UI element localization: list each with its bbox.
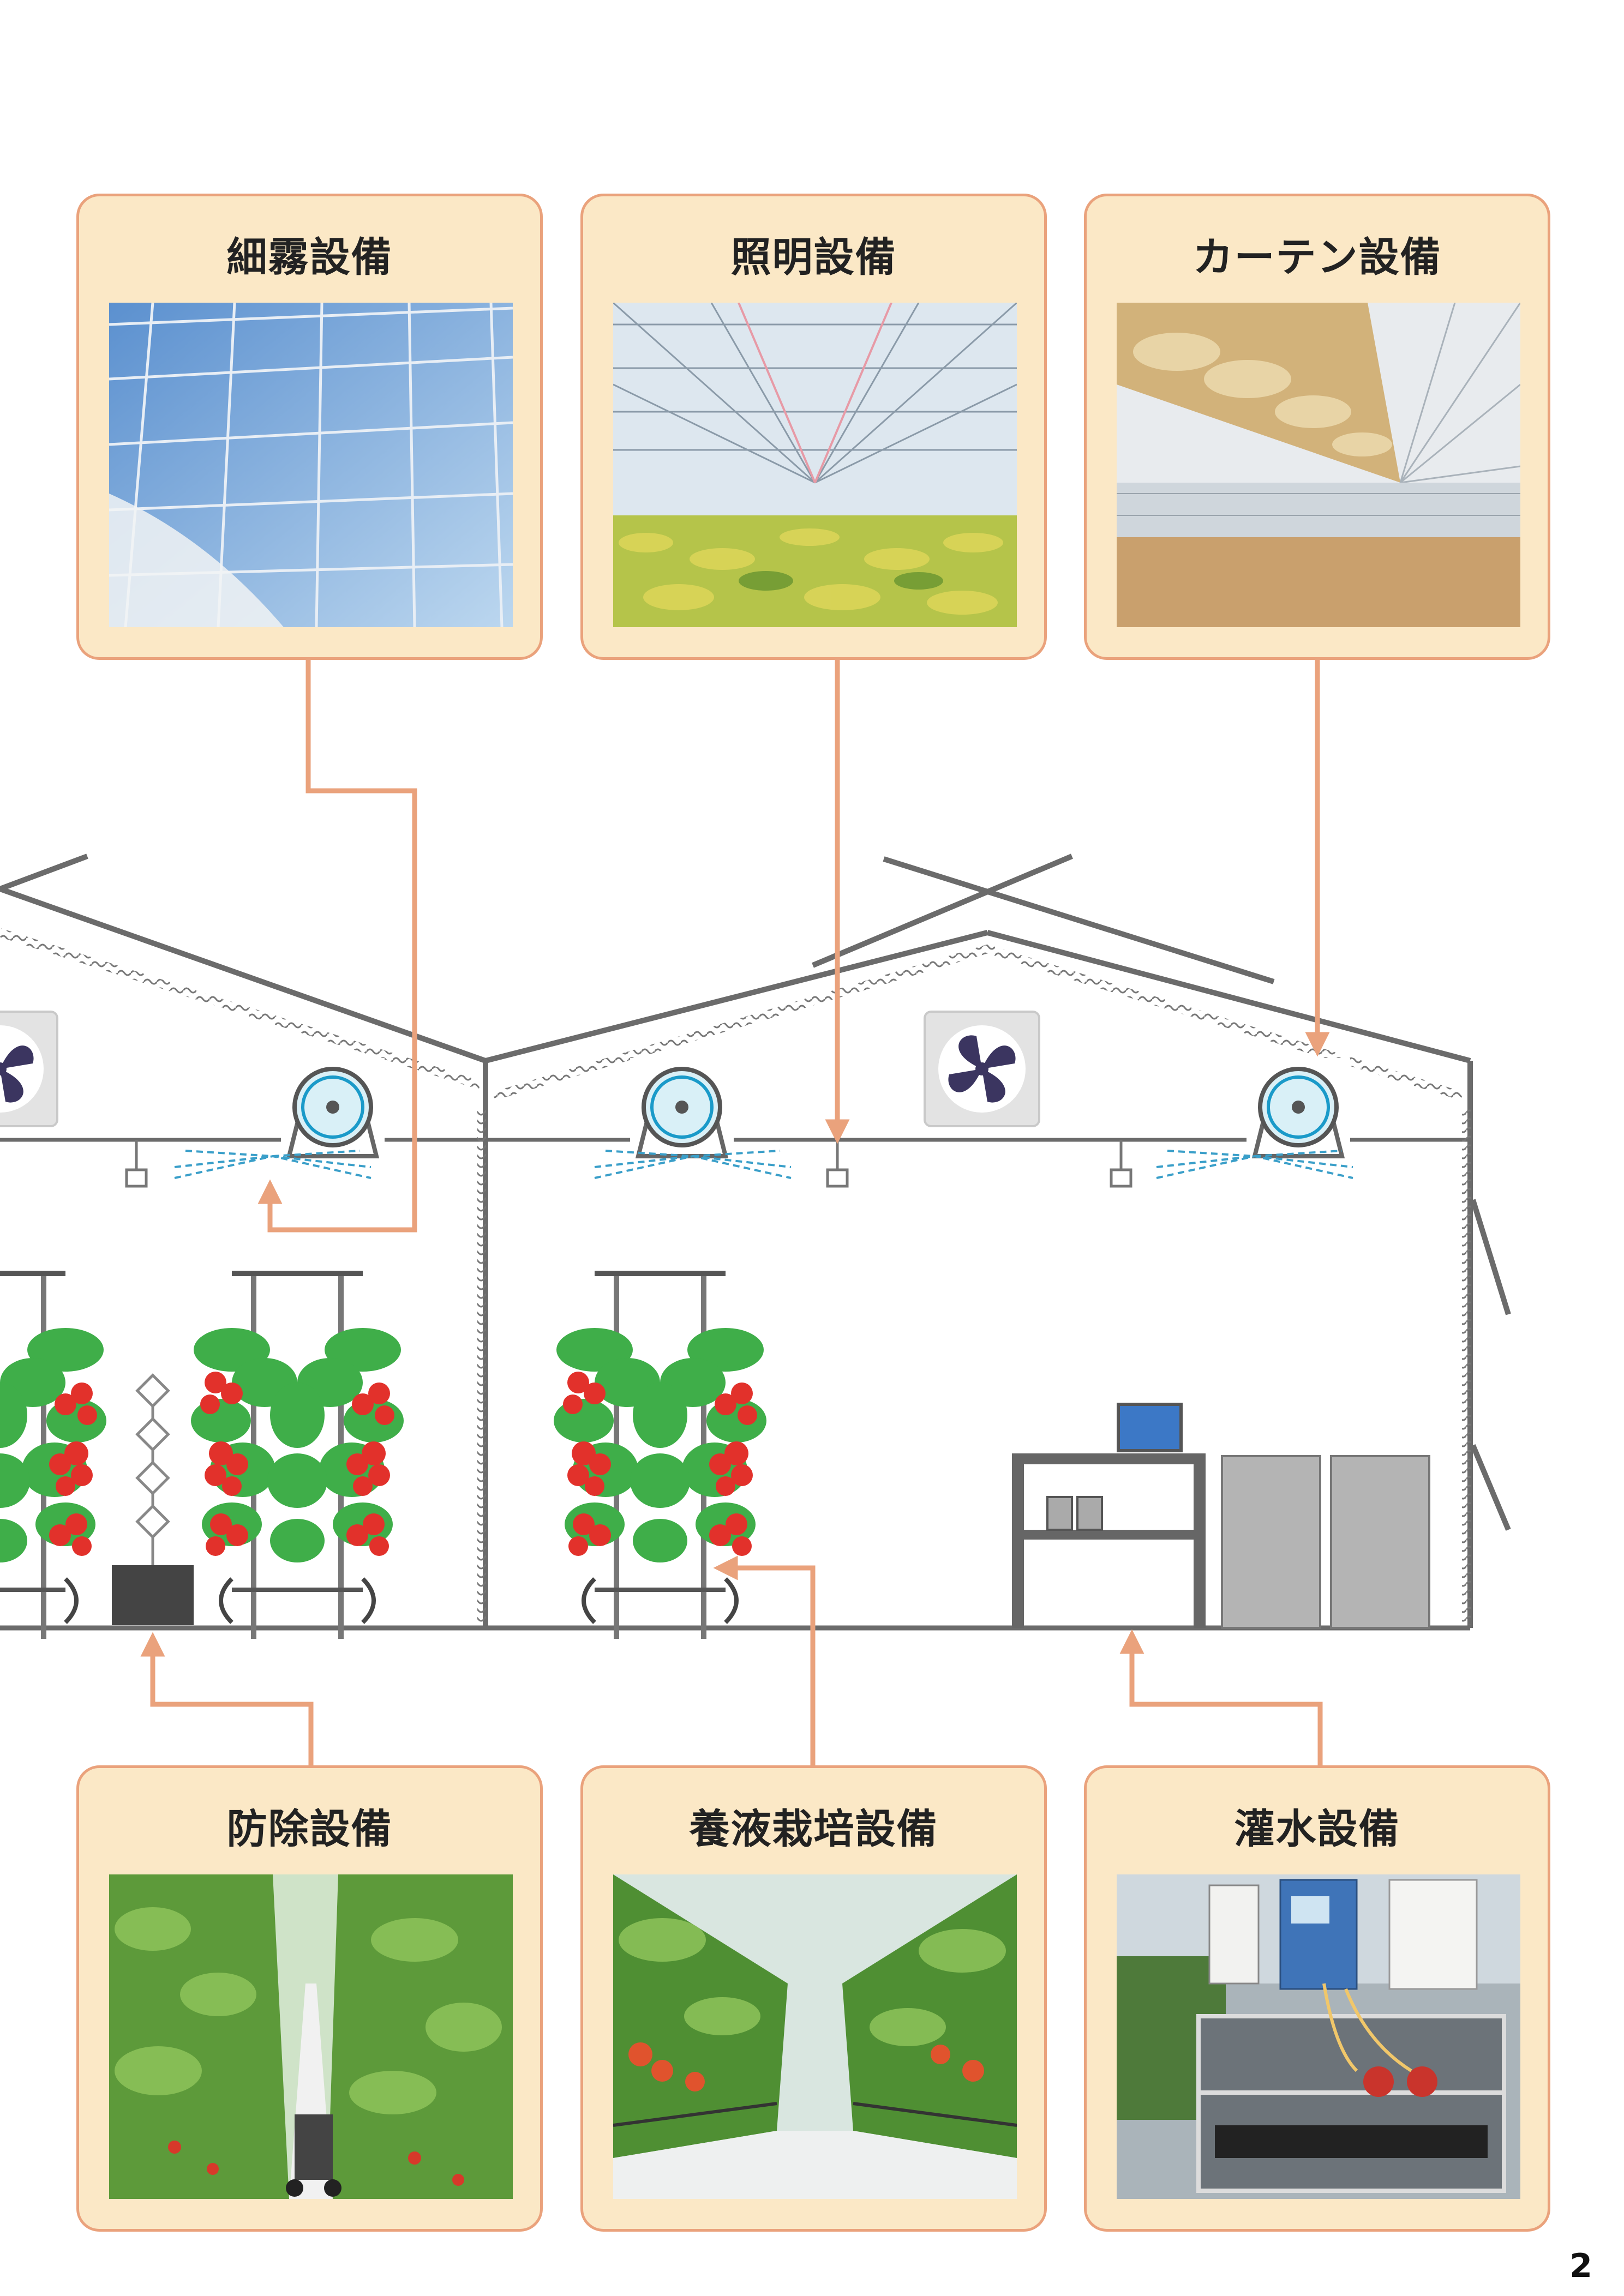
irrigation-photo <box>1117 1874 1520 2199</box>
card-title: 灌水設備 <box>1234 1806 1400 1853</box>
hydroponic-photo <box>613 1874 1017 2199</box>
card-title: 照明設備 <box>730 234 897 281</box>
card-title: 防除設備 <box>226 1806 393 1853</box>
card-curtain: カーテン設備 <box>1084 194 1550 660</box>
card-mist: 細霧設備 <box>76 194 543 660</box>
pest-control-photo <box>109 1874 513 2199</box>
card-irrigation: 灌水設備 <box>1084 1765 1550 2232</box>
card-pest: 防除設備 <box>76 1765 543 2232</box>
page-number: 2 <box>1569 2247 1592 2285</box>
curtain-photo <box>1117 303 1520 627</box>
card-title: カーテン設備 <box>1192 234 1442 281</box>
card-lighting: 照明設備 <box>580 194 1047 660</box>
lighting-photo <box>613 303 1017 627</box>
card-hydroponic: 養液栽培設備 <box>580 1765 1047 2232</box>
card-title: 細霧設備 <box>226 234 393 281</box>
mist-photo <box>109 303 513 627</box>
card-title: 養液栽培設備 <box>689 1806 938 1853</box>
